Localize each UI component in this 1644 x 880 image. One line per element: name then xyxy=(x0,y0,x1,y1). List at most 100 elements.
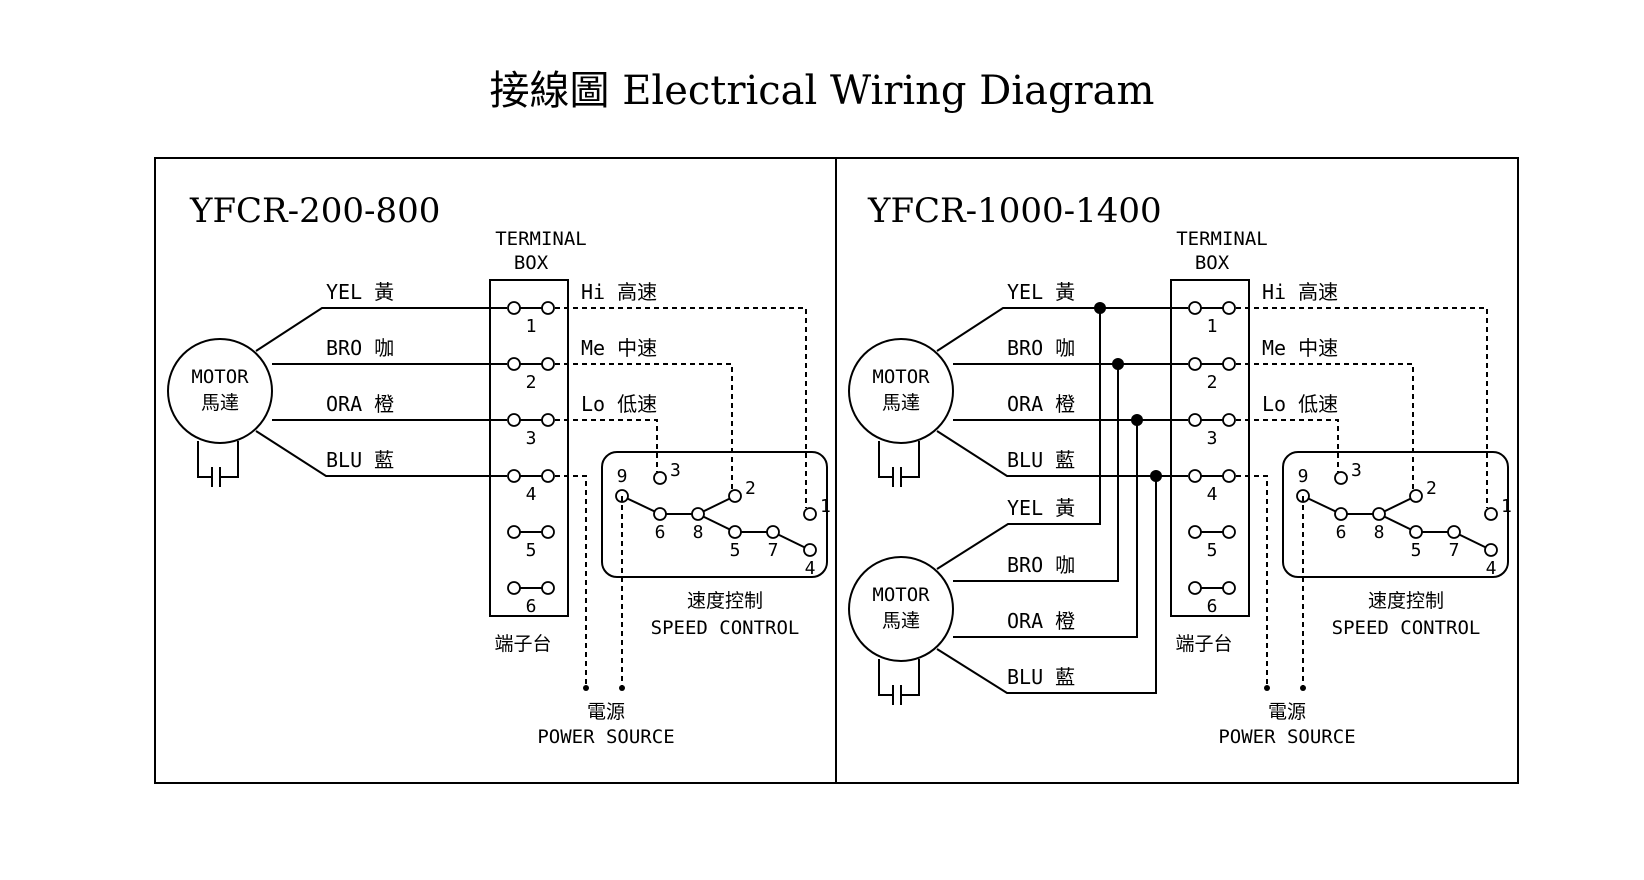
motor2-label-en: MOTOR xyxy=(872,584,930,606)
switch-number: 4 xyxy=(1486,558,1497,579)
terminal-left xyxy=(507,413,521,427)
terminal-number: 4 xyxy=(1207,484,1218,505)
terminal-right xyxy=(1222,357,1236,371)
switch-number: 2 xyxy=(745,478,756,499)
switch-wiper xyxy=(621,495,811,551)
switch-contact xyxy=(766,525,780,539)
wire-label-ora: ORA 橙 xyxy=(1007,392,1075,416)
capacitor xyxy=(197,441,239,487)
terminal-left xyxy=(1188,357,1202,371)
wire-label-yel: YEL 黃 xyxy=(1007,280,1075,304)
switch-contact xyxy=(1372,507,1386,521)
speed-control-box xyxy=(601,451,828,578)
speed-label-lo: Lo 低速 xyxy=(1262,392,1338,416)
switch-number: 9 xyxy=(1298,466,1309,487)
switch-contact xyxy=(1484,543,1498,557)
switch-contact xyxy=(1334,471,1348,485)
terminal-pair: 1 xyxy=(507,301,555,337)
terminal-left xyxy=(507,525,521,539)
switch-contact xyxy=(803,507,817,521)
terminal-number: 5 xyxy=(526,540,537,561)
speed-label-me: Me 中速 xyxy=(1262,336,1338,360)
terminal-pair: 1 xyxy=(1188,301,1236,337)
wire-label-ora: ORA 橙 xyxy=(326,392,394,416)
terminal-right xyxy=(541,301,555,315)
terminal-right xyxy=(541,581,555,595)
switch-number: 8 xyxy=(1374,522,1385,543)
switch-contact xyxy=(728,489,742,503)
switch-contact xyxy=(653,471,667,485)
terminal-pair: 3 xyxy=(507,413,555,449)
terminal-number: 2 xyxy=(526,372,537,393)
panel-yfcr-1000-1400: YFCR-1000-1400 MOTOR 馬達 MOTOR 馬達 YEL 黃 B… xyxy=(848,191,1512,748)
switch-number: 3 xyxy=(1351,460,1362,481)
power-source-cn: 電源 xyxy=(1268,701,1306,723)
switch-contact xyxy=(1447,525,1461,539)
speed-label-me: Me 中速 xyxy=(581,336,657,360)
capacitor-1 xyxy=(878,441,920,487)
terminal-right xyxy=(1222,469,1236,483)
model-label: YFCR-1000-1400 xyxy=(867,191,1162,231)
motor-2 xyxy=(848,556,954,662)
terminal-left xyxy=(1188,301,1202,315)
speed-control-en: SPEED CONTROL xyxy=(651,617,800,639)
switch-contact xyxy=(691,507,705,521)
terminal-pair: 5 xyxy=(507,525,555,561)
switch-number: 8 xyxy=(693,522,704,543)
switch-number: 6 xyxy=(655,522,666,543)
speed-control-cn: 速度控制 xyxy=(1368,590,1444,612)
switch-contact xyxy=(1334,507,1348,521)
terminal-pair: 4 xyxy=(507,469,555,505)
motor-1 xyxy=(848,338,954,444)
wire2-label-yel: YEL 黃 xyxy=(1007,496,1075,520)
diagram-title: 接線圖 Electrical Wiring Diagram xyxy=(489,68,1155,114)
terminal-number: 1 xyxy=(1207,316,1218,337)
terminal-box-label: TERMINAL xyxy=(495,228,587,250)
wire2-label-blu: BLU 藍 xyxy=(1007,665,1075,689)
motor-label-cn: 馬達 xyxy=(201,392,239,414)
switch-number: 5 xyxy=(1411,540,1422,561)
switch-wiper xyxy=(1302,495,1492,551)
wire-label-bro: BRO 咖 xyxy=(326,336,394,360)
terminal-pair: 3 xyxy=(1188,413,1236,449)
motor1-label-cn: 馬達 xyxy=(882,392,920,414)
motor2-label-cn: 馬達 xyxy=(882,610,920,632)
switch-number: 5 xyxy=(730,540,741,561)
terminal-pair: 6 xyxy=(507,581,555,617)
terminal-box xyxy=(489,279,569,617)
switch-number: 2 xyxy=(1426,478,1437,499)
speed-control-en: SPEED CONTROL xyxy=(1332,617,1481,639)
terminal-right xyxy=(1222,581,1236,595)
wire-label-yel: YEL 黃 xyxy=(326,280,394,304)
switch-number: 3 xyxy=(670,460,681,481)
terminal-left xyxy=(1188,525,1202,539)
terminal-left xyxy=(1188,413,1202,427)
terminal-right xyxy=(1222,525,1236,539)
speed-control-cn: 速度控制 xyxy=(687,590,763,612)
wire2-label-bro: BRO 咖 xyxy=(1007,553,1075,577)
terminal-pair: 4 xyxy=(1188,469,1236,505)
wire-label-blu: BLU 藍 xyxy=(326,448,394,472)
terminal-pair: 2 xyxy=(507,357,555,393)
wire-label-bro: BRO 咖 xyxy=(1007,336,1075,360)
switch-contact xyxy=(803,543,817,557)
power-source-en: POWER SOURCE xyxy=(537,726,674,748)
terminal-left xyxy=(507,469,521,483)
terminal-box xyxy=(1170,279,1250,617)
switch-contact xyxy=(1409,525,1423,539)
terminal-pair: 6 xyxy=(1188,581,1236,617)
terminal-box-label-2: BOX xyxy=(1195,252,1230,274)
speed-label-hi: Hi 高速 xyxy=(581,280,657,304)
terminal-number: 6 xyxy=(1207,596,1218,617)
wire2-label-ora: ORA 橙 xyxy=(1007,609,1075,633)
model-label: YFCR-200-800 xyxy=(189,191,440,231)
speed-label-lo: Lo 低速 xyxy=(581,392,657,416)
switch-number: 1 xyxy=(1501,496,1512,517)
switch-number: 7 xyxy=(768,540,779,561)
terminal-right xyxy=(1222,301,1236,315)
terminal-number: 6 xyxy=(526,596,537,617)
terminal-number: 3 xyxy=(1207,428,1218,449)
terminal-right xyxy=(541,413,555,427)
switch-number: 6 xyxy=(1336,522,1347,543)
terminal-number: 4 xyxy=(526,484,537,505)
